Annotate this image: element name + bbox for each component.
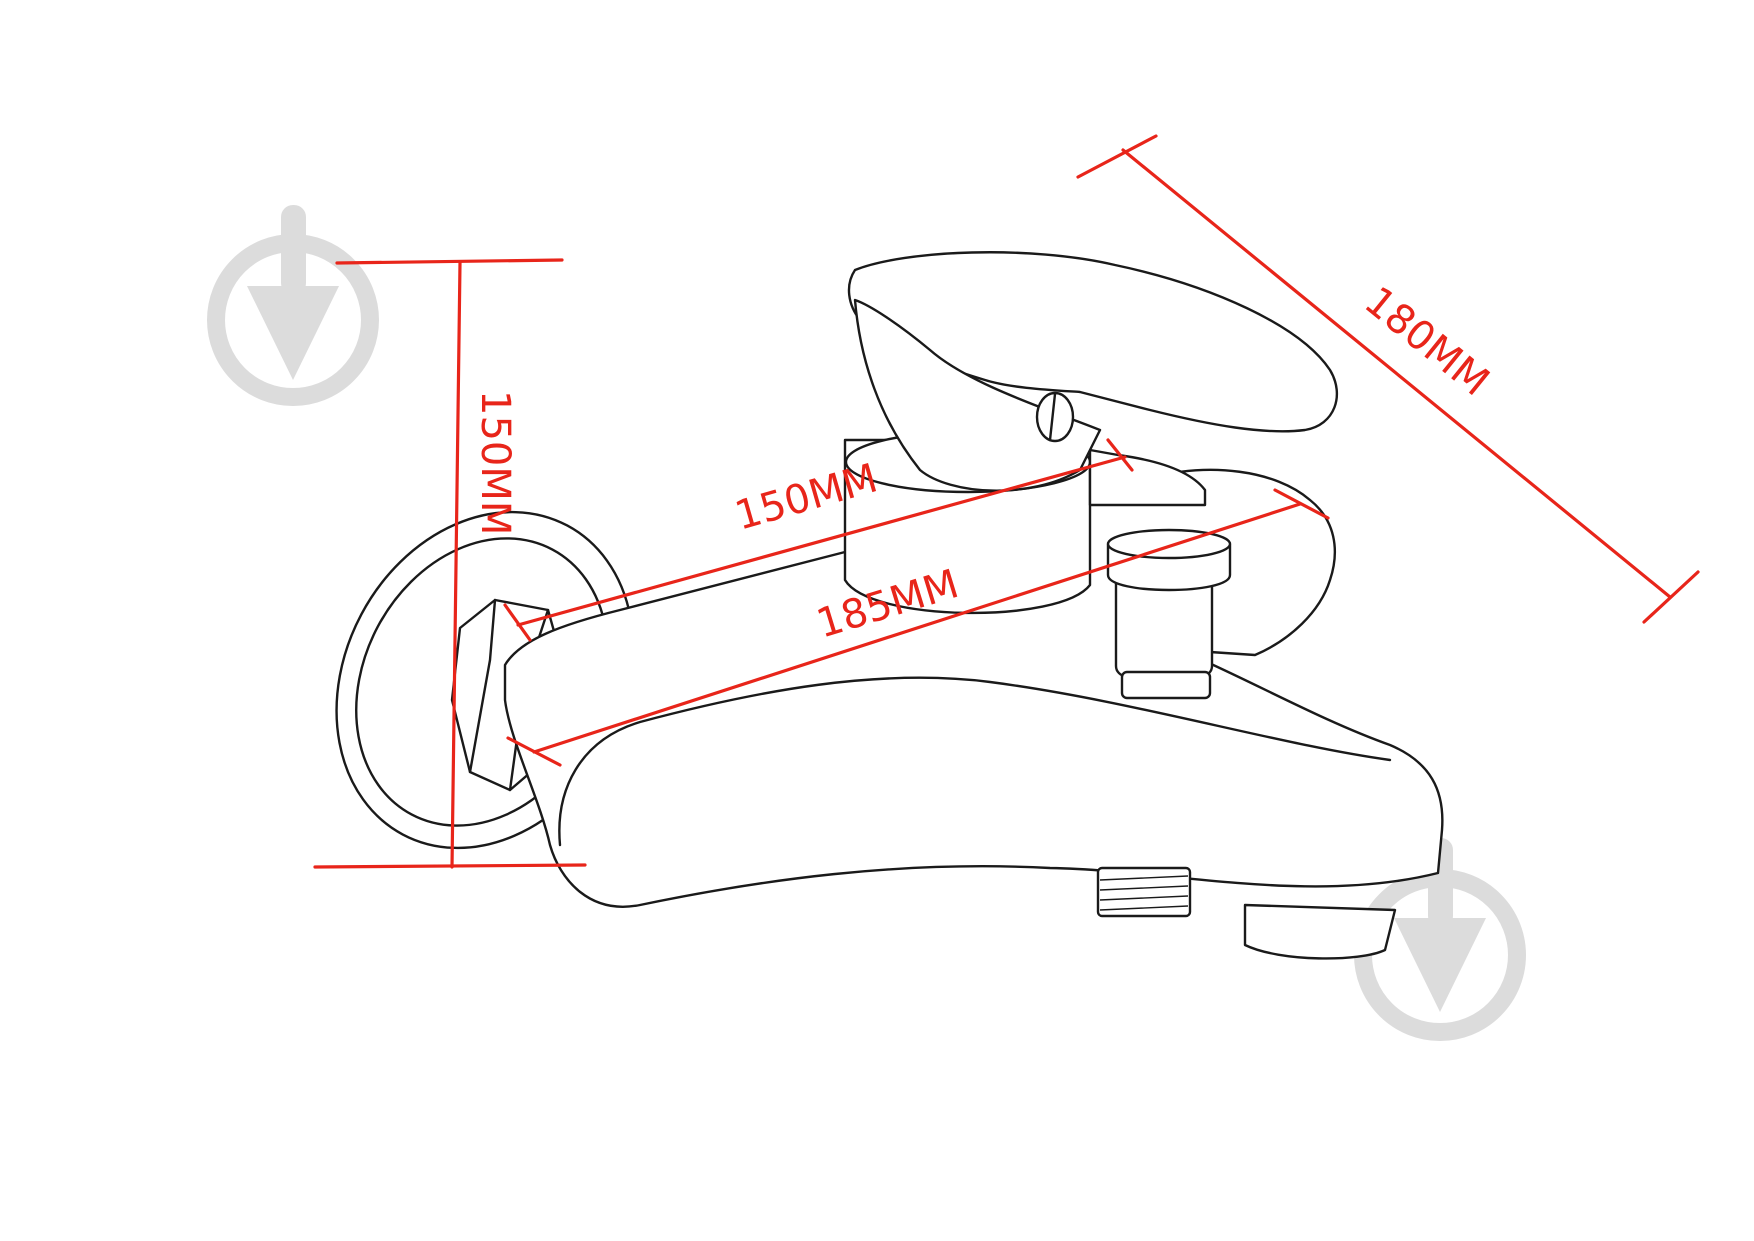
spout-outlet — [1243, 903, 1397, 960]
faucet-outline — [335, 251, 1444, 960]
handle-neck — [853, 298, 1102, 492]
body-contour — [558, 676, 1392, 847]
height-extension-bottom — [313, 863, 587, 869]
body-length-line — [516, 455, 1127, 627]
shower-thread-outlet — [1096, 866, 1192, 918]
handle-support — [1088, 448, 1207, 507]
handle-screw-slot — [1048, 392, 1057, 442]
down-arrow-icon — [247, 286, 339, 380]
watermark-stem — [281, 205, 306, 295]
watermark-top-left — [207, 205, 379, 406]
height-dimension-label: 150MM — [472, 390, 518, 535]
thread-lines — [1099, 875, 1189, 911]
height-extension-top — [335, 258, 564, 265]
handle-length-tick-start — [1076, 134, 1158, 179]
spout-length-line — [532, 502, 1302, 754]
body-length-tick-start — [503, 603, 532, 642]
height-dimension-line — [450, 261, 462, 869]
body-length-tick-end — [1106, 438, 1134, 472]
handle-length-line — [1121, 148, 1672, 599]
handle-length-label: 180MM — [1356, 278, 1498, 405]
down-arrow-icon — [1394, 918, 1486, 1012]
diverter-base — [1120, 670, 1212, 700]
dimension-lines — [313, 134, 1700, 869]
